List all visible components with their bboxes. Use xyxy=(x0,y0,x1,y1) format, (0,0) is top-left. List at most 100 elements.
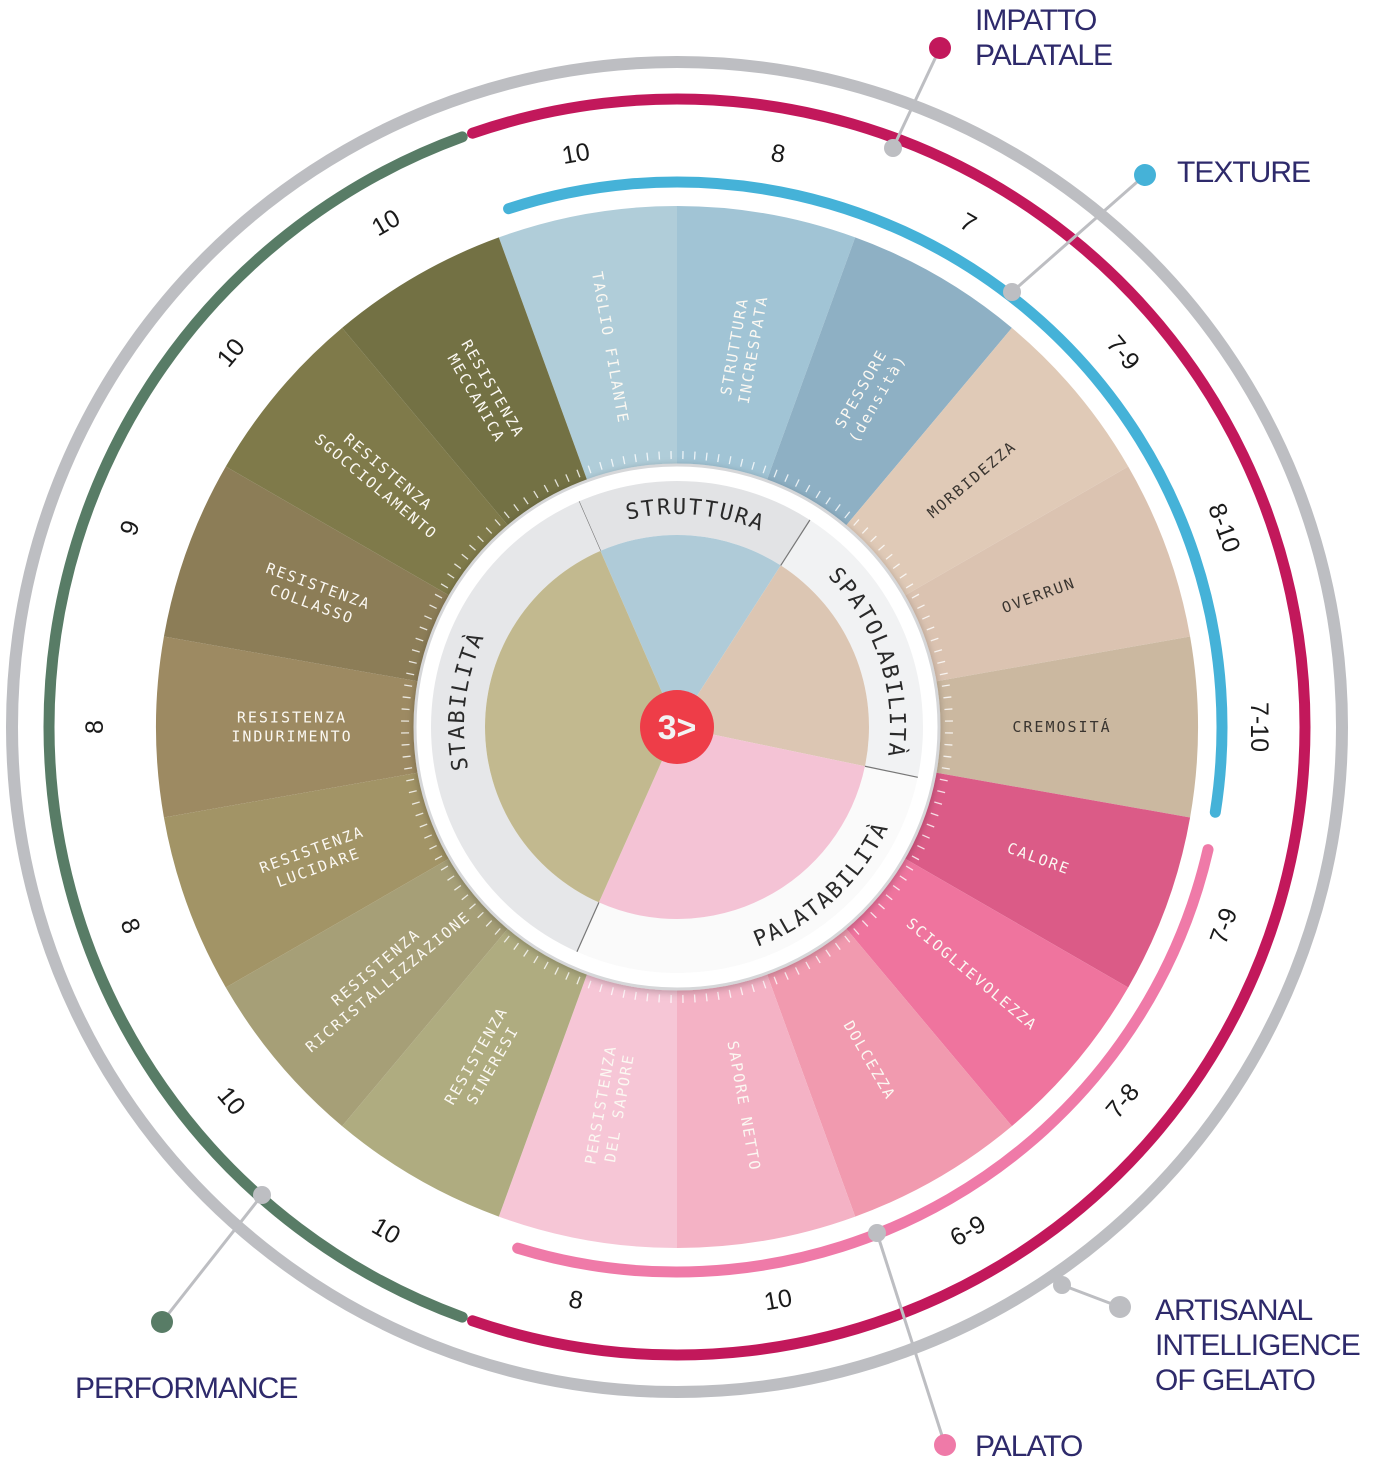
scale-tick xyxy=(503,511,510,519)
segment-wedge xyxy=(225,852,517,1127)
scale-tick xyxy=(406,672,415,676)
scale-tick xyxy=(717,454,720,463)
scale-tick xyxy=(930,812,939,817)
scale-tick xyxy=(805,961,811,970)
segment-value: 6-9 xyxy=(945,1210,990,1252)
scale-tick xyxy=(899,875,907,881)
scale-tick xyxy=(740,458,744,467)
segment-label: CREMOSITÁ xyxy=(1012,717,1111,736)
segment: RESISTENZACOLLASSO xyxy=(163,466,461,684)
scale-tick xyxy=(844,935,851,943)
segment-wedge xyxy=(225,327,517,602)
legend-dot xyxy=(934,1434,956,1456)
scale-tick xyxy=(861,527,869,534)
scale-tick xyxy=(554,967,560,975)
scale-tick xyxy=(815,955,821,964)
segment-value: 7-10 xyxy=(1245,702,1273,752)
scale-tick xyxy=(477,535,484,543)
callout-anchor-dot xyxy=(1053,1276,1071,1294)
scale-tick xyxy=(794,479,800,487)
segment-value: 8 xyxy=(81,720,109,734)
scale-tick xyxy=(401,743,410,746)
scale-tick xyxy=(503,935,510,943)
scale-tick xyxy=(917,604,925,610)
scale-tick xyxy=(705,993,708,1002)
segment-value: 10 xyxy=(211,333,250,372)
scale-tick xyxy=(658,451,661,460)
scale-tick xyxy=(853,928,860,935)
category-ring-segment xyxy=(431,501,601,952)
scale-tick xyxy=(434,593,443,599)
scale-tick xyxy=(834,942,841,950)
segment-wedge xyxy=(893,466,1191,684)
callout-line xyxy=(1011,173,1146,294)
scale-tick xyxy=(494,519,501,526)
scale-tick xyxy=(717,991,720,1000)
scale-tick xyxy=(853,519,860,526)
scale-tick xyxy=(576,469,581,478)
segment-wedge xyxy=(155,636,431,818)
scale-tick xyxy=(533,955,539,964)
legend-label: TEXTURE xyxy=(1177,156,1310,189)
scale-tick xyxy=(892,563,900,570)
segment-value: 9 xyxy=(115,517,146,540)
scale-tick xyxy=(429,844,437,850)
segment-value: 7 xyxy=(955,207,981,238)
scale-tick xyxy=(447,875,455,881)
scale-tick xyxy=(599,461,603,470)
scale-tick xyxy=(587,980,592,989)
legend-label: PALATO xyxy=(975,1430,1082,1463)
scale-tick xyxy=(926,626,935,631)
scale-tick xyxy=(424,615,432,620)
legend-label: PERFORMANCE xyxy=(75,1372,297,1405)
artisanal-intelligence-ring xyxy=(6,56,1348,1398)
scale-tick xyxy=(861,920,869,927)
texture-arc xyxy=(503,176,1228,818)
scale-tick xyxy=(513,504,520,512)
legend-callout: TEXTURE xyxy=(1003,156,1311,301)
category-ring-segment xyxy=(576,766,918,973)
segment-wedge xyxy=(837,327,1129,602)
scale-tick xyxy=(406,778,415,782)
scale-tick xyxy=(622,456,626,465)
scale-tick xyxy=(878,903,885,910)
legend-callout: PERFORMANCE xyxy=(75,1186,298,1405)
segment-value: 8 xyxy=(115,915,146,938)
segment-wedge xyxy=(342,918,592,1217)
segment-wedge xyxy=(677,206,856,493)
scale-tick xyxy=(440,865,449,871)
segment-value: 10 xyxy=(367,1212,405,1250)
scale-tick xyxy=(634,991,637,1000)
scale-tick xyxy=(469,544,476,551)
category-pie-slice xyxy=(598,727,865,919)
scale-tick xyxy=(599,984,603,993)
segment: SCIOGLIEVOLEZZA xyxy=(837,852,1129,1127)
scale-tick xyxy=(773,976,778,985)
category-divider xyxy=(780,519,811,566)
scale-tick xyxy=(634,454,637,463)
scale-tick xyxy=(892,884,900,891)
scale-tick xyxy=(693,994,696,1003)
scale-tick xyxy=(565,474,570,482)
segment-wedge xyxy=(893,770,1191,988)
segment-wedge xyxy=(762,237,1012,536)
segment-wedge xyxy=(163,466,461,684)
scale-tick xyxy=(461,553,469,560)
legend-dot xyxy=(929,37,951,59)
scale-tick xyxy=(576,976,581,985)
category-pie-slice xyxy=(484,550,677,903)
scale-tick xyxy=(905,583,914,589)
scale-tick xyxy=(543,484,549,493)
scale-tick xyxy=(622,989,626,998)
callout-line xyxy=(160,1194,264,1323)
scale-tick xyxy=(762,980,767,989)
legend-dot xyxy=(151,1311,173,1333)
scale-tick xyxy=(658,994,661,1003)
scale-tick xyxy=(922,834,930,839)
segment-wedge xyxy=(163,770,461,988)
scale-tick xyxy=(485,920,493,927)
scale-tick xyxy=(728,456,732,465)
scale-tick xyxy=(825,949,831,957)
